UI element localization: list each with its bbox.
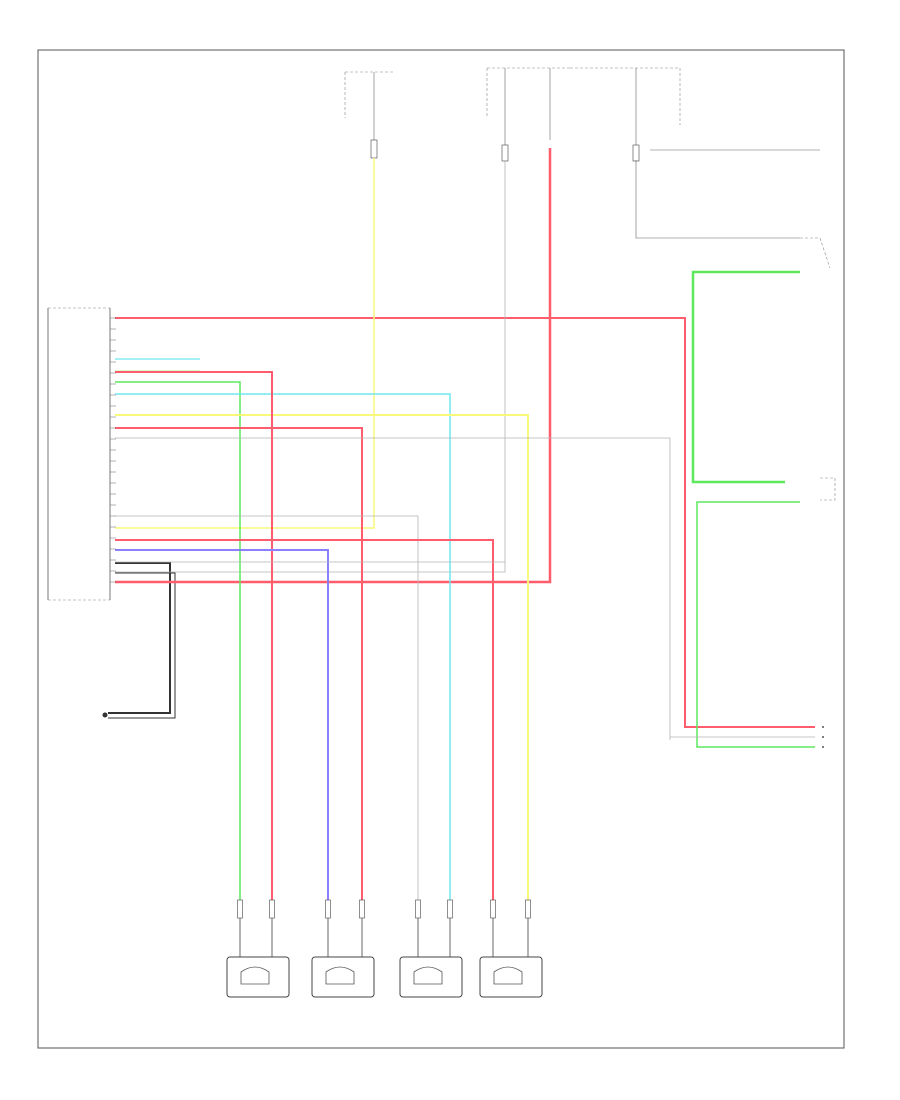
fuse-block-2: [486, 67, 570, 162]
wire-red-sensor4: [115, 539, 494, 900]
sensor-connector-3: [325, 899, 331, 919]
right-connector: [822, 726, 824, 748]
sensor-connector-1: [237, 899, 243, 919]
wire-yellow-fuse1: [115, 158, 375, 529]
ground-point: [102, 562, 176, 719]
wire-cyan-sensor3: [115, 393, 451, 900]
wire-gray-fuse2: [115, 160, 506, 573]
sensor-2: [311, 956, 375, 998]
sensor-1: [226, 956, 290, 998]
sensor-connector-7: [490, 899, 496, 919]
sensor-connector-2: [269, 899, 275, 919]
control-module: [47, 307, 111, 601]
wire-green-sensor1: [115, 381, 241, 900]
wire-green-right-bot: [696, 501, 815, 748]
sensor-connector-8: [525, 899, 531, 919]
diagram-border: [37, 49, 845, 1049]
wire-red-fuse2: [115, 148, 552, 584]
sensor-connector-6: [447, 899, 453, 919]
sensor-connector-5: [415, 899, 421, 919]
wire-red-top: [115, 317, 815, 728]
sensor-connector-4: [359, 899, 365, 919]
wire-group: [110, 148, 815, 957]
fuse-block-3: [570, 67, 820, 239]
wire-gray-sensor3: [115, 515, 419, 900]
right-component-2: [820, 477, 836, 501]
wire-gray-right: [115, 437, 671, 740]
wire-green-right-top: [691, 270, 800, 484]
wire-yellow-sensor4: [115, 414, 529, 900]
sensor-4: [479, 956, 543, 998]
wire-red-sensor1: [115, 371, 273, 900]
wire-red-sensor2: [115, 427, 363, 900]
right-component-1: [800, 237, 831, 269]
fuse-block-1: [344, 71, 395, 159]
wire-blue-sensor2: [115, 549, 329, 900]
sensor-3: [399, 956, 463, 998]
